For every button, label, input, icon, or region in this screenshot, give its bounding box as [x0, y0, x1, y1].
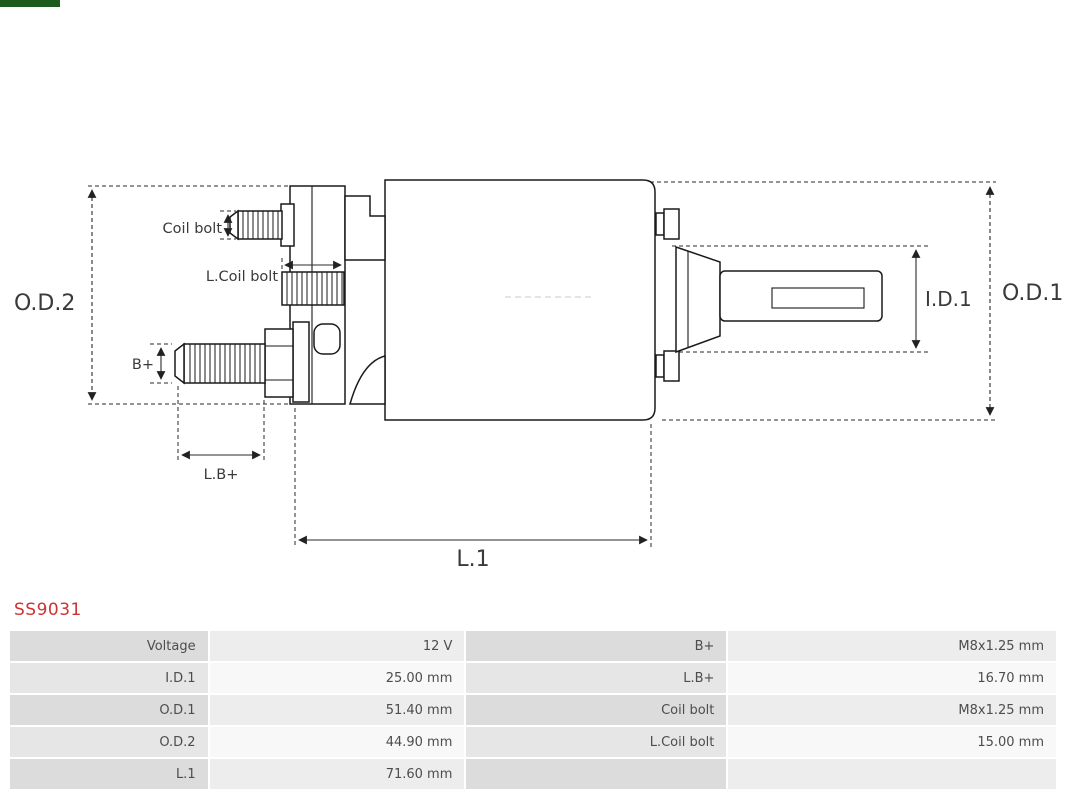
extension-lines	[88, 181, 996, 548]
spec-row: I.D.1 25.00 mm L.B+ 16.70 mm	[10, 663, 1056, 693]
dim-label-od2: O.D.2	[14, 291, 75, 316]
spec-value: 25.00 mm	[209, 663, 465, 693]
right-tab-top-small	[655, 212, 665, 236]
dim-label-b: B+	[132, 357, 154, 373]
spec-value: 15.00 mm	[728, 727, 1056, 757]
dim-label-lb: L.B+	[204, 467, 239, 483]
right-tab-bottom-small	[655, 354, 665, 378]
spec-row: Voltage 12 V B+ M8x1.25 mm	[10, 631, 1056, 661]
spec-label: Voltage	[10, 631, 208, 661]
coil-bolt-bushing	[281, 271, 345, 306]
dimension-labels: O.D.2 O.D.1 I.D.1 L.1 L.B+ B+ Coil bolt …	[14, 221, 1063, 572]
dim-label-id1: I.D.1	[925, 287, 972, 311]
coil-bolt-thread	[237, 210, 283, 240]
spec-row: O.D.2 44.90 mm L.Coil bolt 15.00 mm	[10, 727, 1056, 757]
dimension-lines	[87, 186, 995, 545]
spec-label	[466, 759, 727, 789]
dim-label-l-coil-bolt: L.Coil bolt	[206, 269, 278, 285]
bplus-nut	[264, 328, 294, 398]
spec-label: O.D.2	[10, 727, 208, 757]
logo-strip	[0, 0, 60, 7]
bplus-insulator	[313, 323, 341, 355]
spec-label: L.Coil bolt	[466, 727, 727, 757]
dim-label-coil-bolt: Coil bolt	[163, 221, 223, 237]
right-tab-bottom	[663, 350, 680, 382]
plunger-rod	[719, 270, 883, 322]
coil-bolt-washer	[280, 203, 295, 247]
spec-value: M8x1.25 mm	[728, 631, 1056, 661]
spec-label: O.D.1	[10, 695, 208, 725]
product-code: SS9031	[14, 600, 82, 620]
spec-value: M8x1.25 mm	[728, 695, 1056, 725]
spec-label: L.1	[10, 759, 208, 789]
plunger-cone	[675, 245, 721, 354]
solenoid-geometry	[174, 179, 883, 421]
spec-row: L.1 71.60 mm	[10, 759, 1056, 789]
plunger-slot	[771, 287, 865, 309]
right-tab-top	[663, 208, 680, 240]
spec-label: B+	[466, 631, 727, 661]
bplus-washer	[292, 321, 310, 403]
spec-label: Coil bolt	[466, 695, 727, 725]
coil-bolt-tip	[229, 209, 239, 241]
spec-value: 12 V	[209, 631, 465, 661]
solenoid-technical-drawing: O.D.2 O.D.1 I.D.1 L.1 L.B+ B+ Coil bolt …	[14, 179, 1063, 572]
spec-label: I.D.1	[10, 663, 208, 693]
bushing-hatch	[286, 272, 343, 305]
dim-label-od1: O.D.1	[1002, 281, 1063, 306]
solenoid-body	[384, 179, 656, 421]
spec-table: Voltage 12 V B+ M8x1.25 mm I.D.1 25.00 m…	[8, 629, 1058, 791]
bplus-thread-hatch	[189, 344, 261, 383]
spec-value: 71.60 mm	[209, 759, 465, 789]
spec-label: L.B+	[466, 663, 727, 693]
coil-bolt-thread-hatch	[242, 211, 279, 239]
body-fillet	[349, 355, 386, 405]
spec-value	[728, 759, 1056, 789]
spec-value: 44.90 mm	[209, 727, 465, 757]
dim-label-l1: L.1	[456, 547, 489, 572]
spec-row: O.D.1 51.40 mm Coil bolt M8x1.25 mm	[10, 695, 1056, 725]
bracket-step	[344, 195, 386, 261]
spec-value: 51.40 mm	[209, 695, 465, 725]
spec-value: 16.70 mm	[728, 663, 1056, 693]
bplus-tip	[174, 342, 185, 385]
